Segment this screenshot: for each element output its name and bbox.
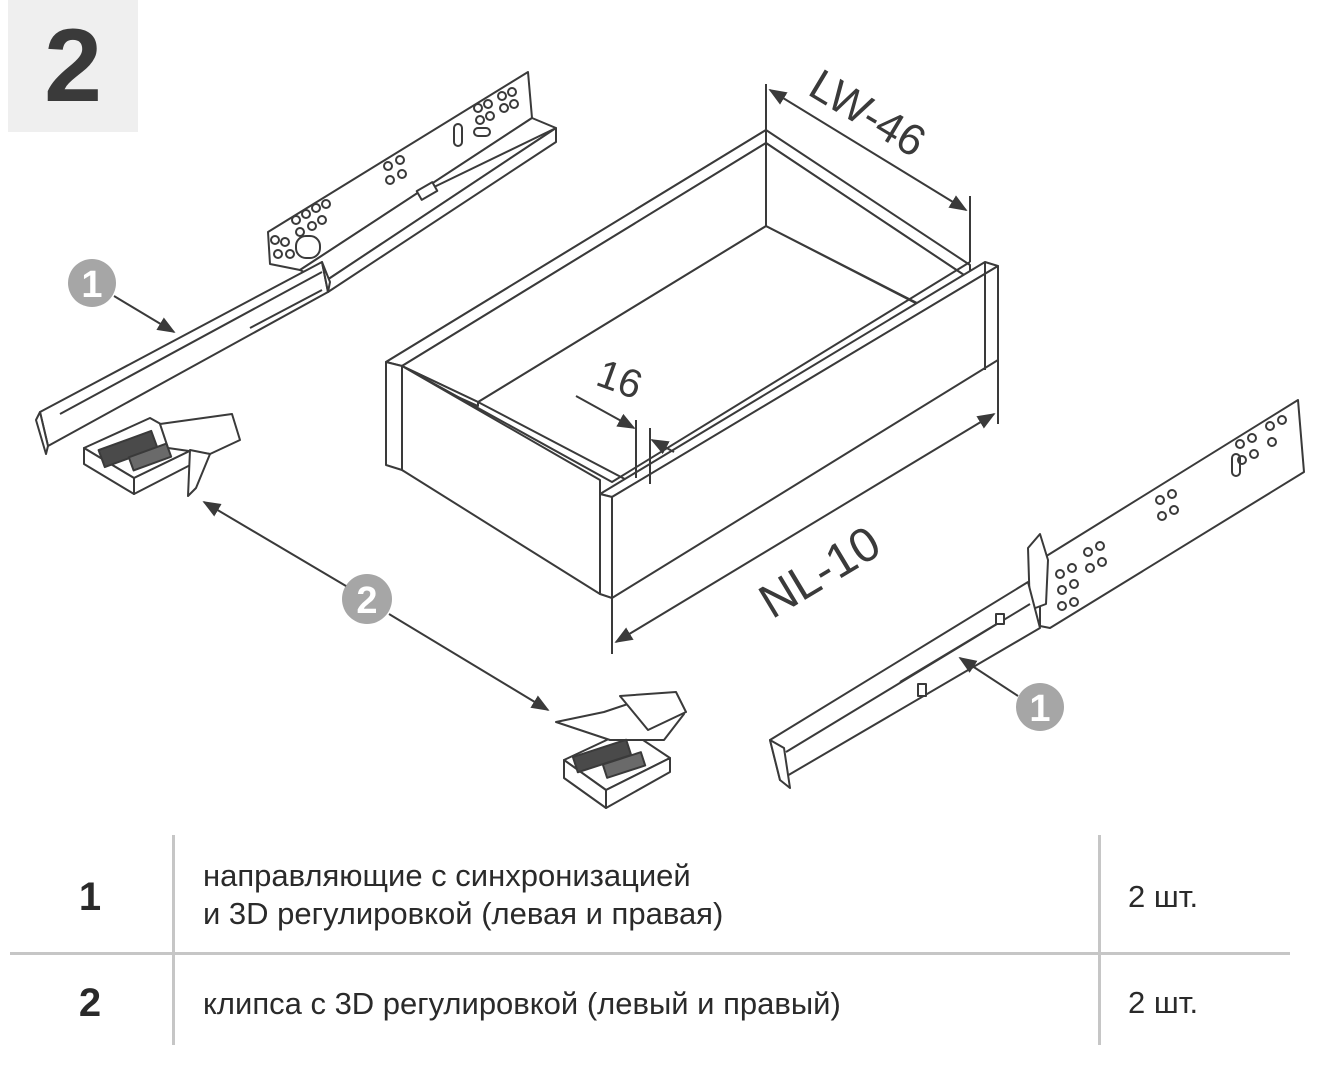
callout-1-left: 1 <box>68 259 176 333</box>
table-divider-right <box>1098 835 1101 1045</box>
width-dimension <box>765 84 971 262</box>
row-quantity: 2 шт. <box>1128 879 1199 914</box>
drawer-box <box>385 129 999 599</box>
table-row: 2 клипса с 3D регулировкой (левый и прав… <box>0 955 1323 1050</box>
step-number-box: 2 <box>8 0 138 132</box>
row-description-line: и 3D регулировкой (левая и правая) <box>203 896 724 931</box>
row-number: 1 <box>78 875 102 919</box>
row-number: 2 <box>78 981 102 1025</box>
callout-2-number: 2 <box>356 580 377 622</box>
runner-left-holes <box>270 87 519 259</box>
row-quantity: 2 шт. <box>1128 985 1199 1020</box>
callout-1-right-number: 1 <box>1029 688 1050 730</box>
width-label: LW-46 <box>801 60 934 167</box>
table-divider-left <box>172 835 175 1045</box>
table-row: 1 направляющие с синхронизацией и 3D рег… <box>0 835 1323 955</box>
step-number: 2 <box>44 8 102 124</box>
callout-1-left-number: 1 <box>81 264 102 306</box>
callout-1-right: 1 <box>958 657 1064 731</box>
row-description: клипса с 3D регулировкой (левый и правый… <box>203 986 841 1021</box>
assembly-drawing: LW-46 16 NL-10 <box>35 60 1305 809</box>
row-description: направляющие с синхронизацией и 3D регул… <box>203 857 723 933</box>
length-label: NL-10 <box>750 516 889 629</box>
row-description-line: направляющие с синхронизацией <box>203 858 691 893</box>
length-dimension <box>611 360 999 654</box>
table-row-divider <box>10 952 1290 955</box>
parts-table: 1 направляющие с синхронизацией и 3D рег… <box>0 835 1323 1050</box>
callout-2: 2 <box>202 501 550 711</box>
runner-right-holes <box>1055 415 1287 611</box>
clip-right <box>555 691 687 809</box>
clip-left <box>83 413 241 497</box>
